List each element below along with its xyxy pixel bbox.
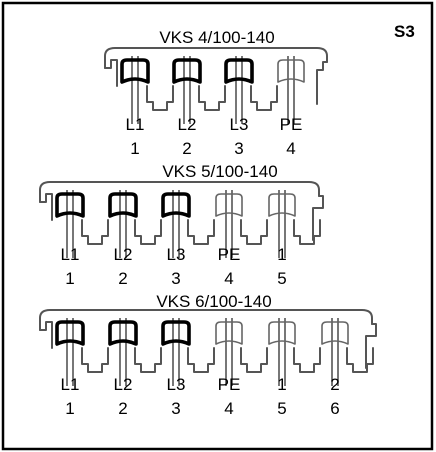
- pole-label: L1: [61, 375, 80, 394]
- pole-number: 2: [182, 139, 191, 158]
- rail-skirt: [250, 85, 278, 111]
- clamp-closed: [224, 58, 254, 84]
- terminal-block-outline: [104, 47, 328, 124]
- rail-skirt: [293, 219, 321, 245]
- connector-title: VKS 5/100-140: [162, 162, 277, 181]
- pole-label: 1: [277, 245, 286, 264]
- clamp-closed: [108, 192, 138, 218]
- connector-title: VKS 4/100-140: [159, 28, 274, 47]
- rail-skirt: [134, 347, 162, 373]
- connector-vks-4: VKS 4/100-140 L1 1 L2 2 L3 3 PE 4: [104, 28, 328, 158]
- pole-number: 5: [277, 269, 286, 288]
- clamp-open: [215, 321, 243, 345]
- clamp-open: [268, 321, 296, 345]
- clamp-closed: [161, 320, 191, 346]
- pole-number: 3: [171, 399, 180, 418]
- rail-skirt: [81, 347, 109, 373]
- rail-skirt: [146, 85, 174, 111]
- pole-labels: L1 1 L2 2 L3 3 PE 4: [126, 115, 303, 158]
- rail-right-hook: [316, 61, 328, 105]
- clamp-open: [321, 321, 349, 345]
- pole-number: 4: [286, 139, 295, 158]
- pole-label: L3: [167, 375, 186, 394]
- clamp-closed: [108, 320, 138, 346]
- pole-label: 1: [277, 375, 286, 394]
- pole-label: PE: [218, 245, 241, 264]
- rail-left-hook: [104, 59, 118, 87]
- rail-skirt: [198, 85, 226, 111]
- rail-skirt: [240, 219, 268, 245]
- pole-number: 4: [224, 399, 233, 418]
- pole-label: PE: [218, 375, 241, 394]
- pole-number: 4: [224, 269, 233, 288]
- rail-right-hook: [312, 195, 324, 241]
- clamp-open: [277, 59, 305, 83]
- rail-skirt: [187, 347, 215, 373]
- rail-skirt: [293, 347, 321, 373]
- pole-number: 2: [118, 399, 127, 418]
- pole-label: L2: [114, 375, 133, 394]
- pole-number: 1: [65, 399, 74, 418]
- pole-number: 3: [171, 269, 180, 288]
- rail-top: [104, 47, 328, 69]
- terminal-block-outline: [39, 309, 377, 386]
- pole-labels: L1 1 L2 2 L3 3 PE 4 1 5: [61, 245, 287, 288]
- clamp-closed: [161, 192, 191, 218]
- connector-vks-5: VKS 5/100-140 L1 1 L2 2 L3 3 PE 4 1 5: [39, 162, 324, 288]
- clamp-closed: [55, 320, 85, 346]
- connector-title: VKS 6/100-140: [156, 292, 271, 311]
- pole-number: 1: [130, 139, 139, 158]
- pole-number: 3: [234, 139, 243, 158]
- pole-number: 6: [330, 399, 339, 418]
- pole-label: L1: [61, 245, 80, 264]
- pole-number: 5: [277, 399, 286, 418]
- rail-skirt: [187, 219, 215, 245]
- clamp-closed: [55, 192, 85, 218]
- pole-label: L1: [126, 115, 145, 134]
- pole-label: L3: [230, 115, 249, 134]
- clamp-open: [215, 193, 243, 217]
- clamp-closed: [120, 58, 150, 84]
- clamp-closed: [172, 58, 202, 84]
- rail-skirt: [240, 347, 268, 373]
- pole-label: L2: [178, 115, 197, 134]
- pole-label: PE: [280, 115, 303, 134]
- pole-number: 2: [118, 269, 127, 288]
- pole-label: 2: [330, 375, 339, 394]
- pole-label: L2: [114, 245, 133, 264]
- rail-top: [39, 181, 320, 203]
- rail-top: [39, 309, 373, 331]
- sheet-tag: S3: [394, 22, 415, 41]
- rail-skirt: [346, 347, 374, 373]
- rail-right-hook: [365, 323, 377, 369]
- pole-labels: L1 1 L2 2 L3 3 PE 4 1 5 2 6: [61, 375, 340, 418]
- clamp-open: [268, 193, 296, 217]
- pole-label: L3: [167, 245, 186, 264]
- connector-vks-6: VKS 6/100-140 L1 1 L2 2 L3 3 PE 4 1 5 2 6: [39, 292, 377, 418]
- rail-skirt: [81, 219, 109, 245]
- rail-skirt: [134, 219, 162, 245]
- terminal-block-outline: [39, 181, 324, 258]
- pole-number: 1: [65, 269, 74, 288]
- rail-left-hook: [39, 321, 53, 349]
- rail-left-hook: [39, 193, 53, 221]
